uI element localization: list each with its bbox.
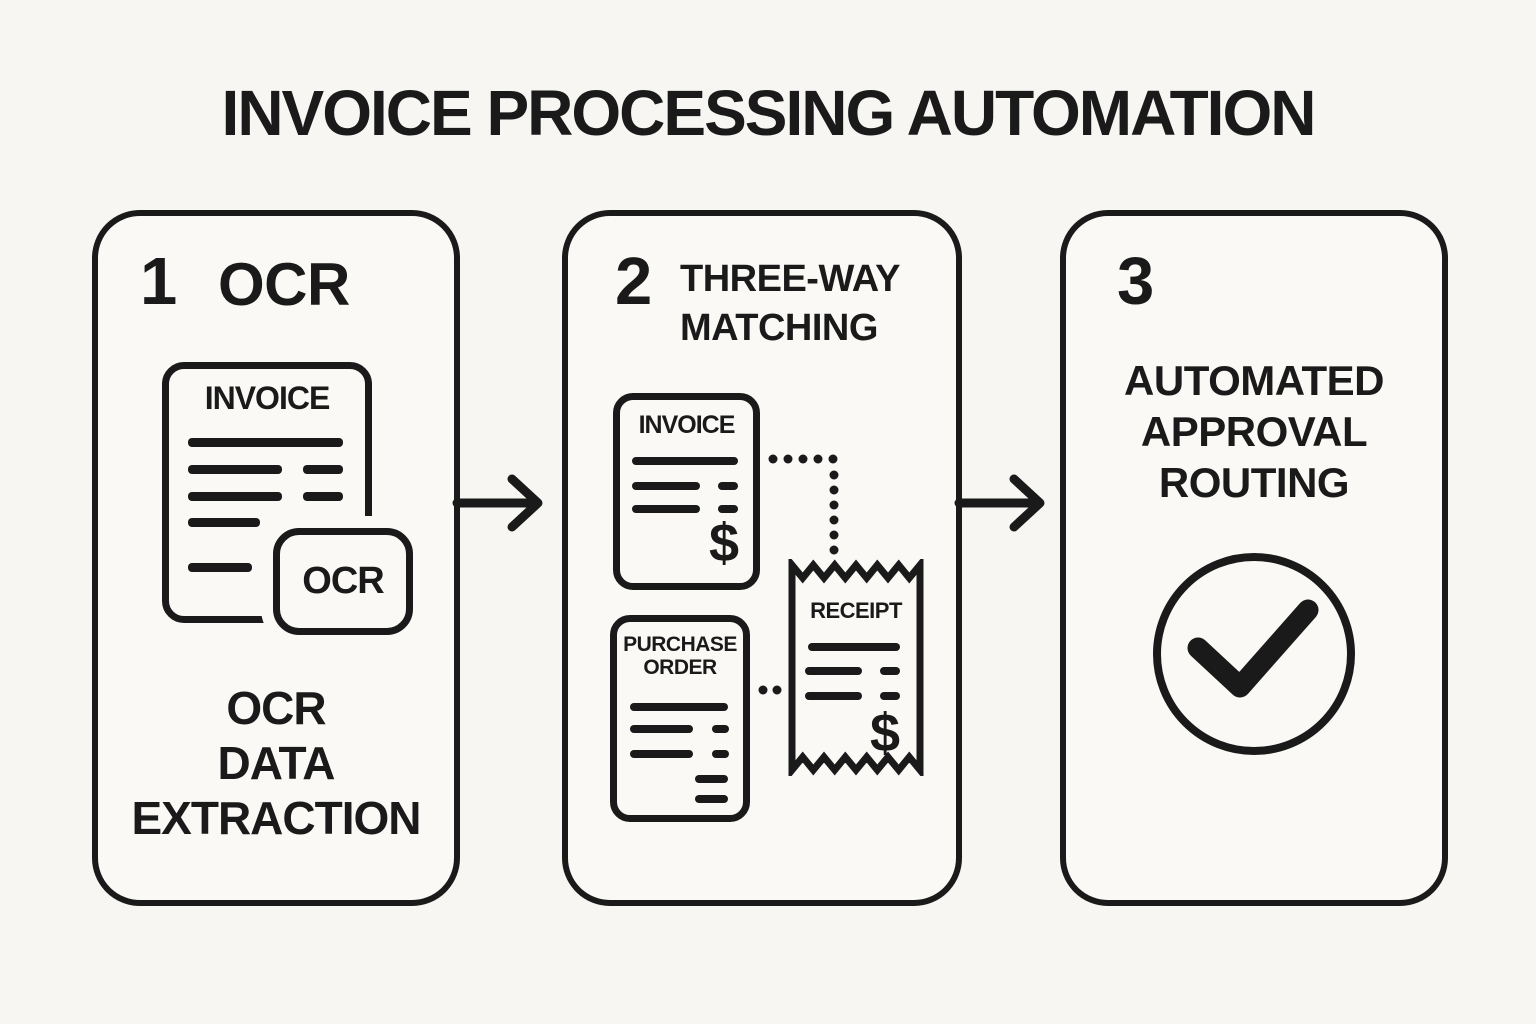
step-heading-matching: THREE-WAY MATCHING bbox=[680, 255, 901, 353]
caption-line: EXTRACTION bbox=[131, 792, 422, 844]
doc-text-line bbox=[718, 505, 738, 513]
heading-line: APPROVAL bbox=[1140, 408, 1368, 455]
caption-line: DATA bbox=[217, 737, 336, 789]
heading-line: MATCHING bbox=[680, 307, 878, 349]
check-circle-icon bbox=[1153, 553, 1355, 755]
doc-text-line bbox=[188, 492, 282, 501]
doc-text-line bbox=[188, 563, 252, 572]
invoice-document-icon: INVOICE $ bbox=[613, 393, 760, 590]
doc-text-line bbox=[188, 518, 260, 527]
doc-text-line bbox=[632, 457, 738, 465]
step-card-approval-routing: 3 AUTOMATED APPROVAL ROUTING bbox=[1060, 210, 1448, 906]
doc-text-line bbox=[630, 703, 728, 711]
step1-caption: OCR DATA EXTRACTION bbox=[92, 681, 460, 846]
doc-text-line bbox=[695, 775, 728, 783]
step-number-3: 3 bbox=[1117, 244, 1154, 319]
step-heading-approval: AUTOMATED APPROVAL ROUTING bbox=[1060, 355, 1448, 508]
doc-text-line bbox=[303, 492, 343, 501]
currency-symbol: $ bbox=[869, 703, 900, 763]
step-number-2: 2 bbox=[615, 244, 652, 319]
doc-text-line bbox=[632, 505, 700, 513]
currency-symbol: $ bbox=[708, 513, 739, 573]
arrow-right-icon bbox=[452, 474, 543, 532]
doc-text-line bbox=[630, 725, 693, 733]
doc-text-line bbox=[805, 692, 862, 700]
doc-text-line bbox=[880, 667, 900, 675]
heading-line: AUTOMATED bbox=[1124, 357, 1384, 404]
doc-text-line bbox=[718, 482, 738, 490]
doc-text-line bbox=[712, 750, 729, 758]
step-card-three-way-matching: 2 THREE-WAY MATCHING INVOICE $ bbox=[562, 210, 962, 906]
doc-text-line bbox=[712, 725, 729, 733]
step-heading-ocr: OCR bbox=[218, 251, 350, 318]
caption-line: OCR bbox=[226, 682, 326, 734]
doc-text-line bbox=[695, 795, 728, 803]
ocr-badge-icon: OCR bbox=[273, 528, 413, 635]
invoice-document-icon: INVOICE bbox=[162, 362, 372, 623]
doc-text-line bbox=[808, 643, 900, 651]
page-title: INVOICE PROCESSING AUTOMATION bbox=[221, 77, 1317, 149]
purchase-order-label: PURCHASE ORDER bbox=[623, 633, 737, 680]
doc-text-line bbox=[632, 482, 700, 490]
receipt-label: RECEIPT bbox=[810, 598, 902, 623]
heading-line: ROUTING bbox=[1158, 459, 1350, 506]
ocr-badge-label: OCR bbox=[302, 560, 384, 602]
invoice-document-label: INVOICE bbox=[204, 380, 331, 416]
receipt-icon: RECEIPT $ bbox=[788, 559, 924, 776]
doc-text-line bbox=[303, 465, 343, 474]
purchase-order-document-icon: PURCHASE ORDER bbox=[610, 615, 750, 822]
invoice-document-label: INVOICE bbox=[638, 411, 736, 439]
doc-text-line bbox=[880, 692, 900, 700]
step-card-ocr: 1 OCR INVOICE OCR OCR DATA EXTRACTION bbox=[92, 210, 460, 906]
doc-text-line bbox=[630, 750, 693, 758]
doc-text-line bbox=[188, 465, 282, 474]
step-number-1: 1 bbox=[140, 244, 177, 319]
heading-line: THREE-WAY bbox=[680, 258, 901, 300]
doc-text-line bbox=[188, 438, 343, 447]
arrow-right-icon bbox=[954, 474, 1045, 532]
doc-text-line bbox=[805, 667, 862, 675]
